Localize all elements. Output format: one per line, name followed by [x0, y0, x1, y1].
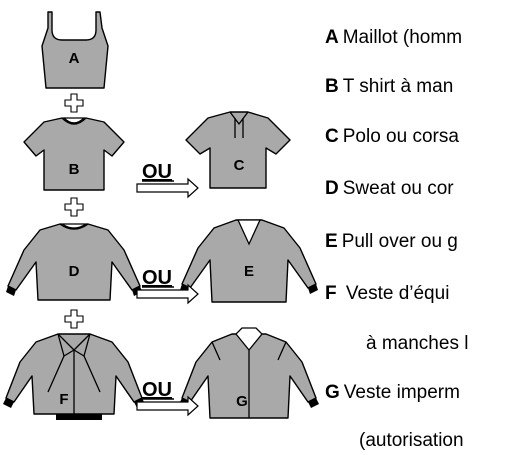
tshirt-icon: B — [23, 117, 125, 191]
or-label: OU — [142, 379, 172, 401]
legend-letter: C — [325, 126, 339, 147]
tank-top-icon: A — [41, 11, 109, 89]
legend-item-f-continued: à manches l — [362, 333, 468, 355]
legend-letter: E — [325, 231, 338, 252]
sweatshirt-icon: D — [6, 223, 142, 301]
legend-text: Veste imperm — [343, 382, 460, 403]
legend-text: Maillot (homm — [342, 27, 463, 48]
garment-letter-e: E — [244, 263, 254, 280]
legend-letter: F — [325, 283, 337, 304]
legend-letter: A — [325, 27, 339, 48]
legend-text: Sweat ou cor — [342, 178, 454, 199]
plus-icon — [64, 93, 84, 113]
or-arrow-icon: OU — [136, 267, 199, 305]
garment-letter-a: A — [69, 50, 80, 67]
garment-letter-b: B — [69, 161, 80, 178]
polo-icon: C — [185, 111, 291, 189]
legend-text: à manches l — [366, 333, 469, 354]
legend-text: Polo ou corsa — [342, 126, 459, 147]
garment-letter-c: C — [234, 157, 245, 174]
legend-item-g-continued: (autorisation — [355, 430, 464, 452]
or-label: OU — [142, 161, 172, 183]
legend-text: Pull over ou g — [341, 231, 458, 252]
pullover-icon: E — [180, 219, 318, 303]
plus-icon — [64, 309, 84, 329]
or-arrow-icon: OU — [136, 379, 199, 417]
team-jacket-icon: F — [3, 333, 145, 420]
or-label: OU — [142, 267, 172, 289]
plus-icon — [64, 197, 84, 217]
legend-letter: D — [325, 178, 339, 199]
legend-letter: G — [325, 382, 340, 403]
legend-text: (autorisation — [359, 430, 464, 451]
legend-text: Veste d’équi — [340, 283, 450, 304]
legend-letter: B — [325, 76, 339, 97]
legend-item-f: F Veste d’équi — [325, 283, 449, 305]
or-arrow-icon: OU — [136, 161, 199, 199]
garment-letter-d: D — [69, 263, 80, 280]
raincoat-icon: G — [179, 327, 319, 419]
garment-letter-f: F — [59, 391, 68, 408]
garment-letter-g: G — [236, 393, 248, 410]
legend-text: T shirt à man — [342, 76, 454, 97]
